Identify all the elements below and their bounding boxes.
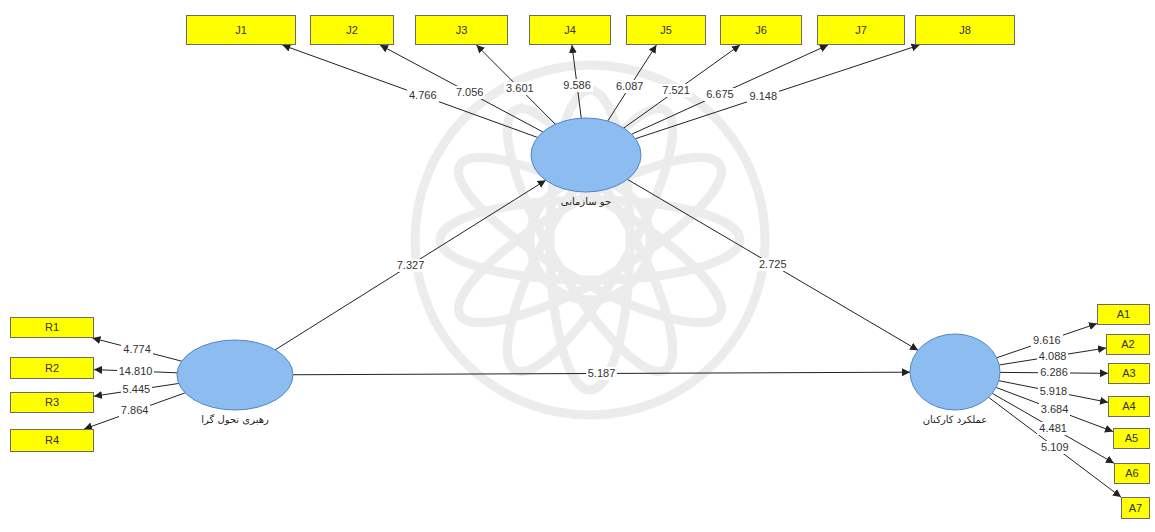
path-arrow	[632, 45, 828, 134]
indicator-box: R3	[10, 392, 94, 413]
indicator-box: A5	[1113, 428, 1150, 449]
node-label: رهبری تحول گرا	[201, 413, 269, 426]
node-label: J2	[346, 24, 358, 37]
path-coefficient: 5.918	[1038, 385, 1070, 398]
node-label: J1	[235, 24, 247, 37]
indicator-box: J1	[186, 15, 296, 45]
node-label: J6	[755, 24, 767, 37]
path-arrow	[999, 348, 1106, 365]
watermark-ring	[415, 65, 765, 415]
path-coefficient: 7.521	[660, 84, 692, 97]
path-coefficient: 9.616	[1031, 334, 1063, 347]
path-coefficient: 7.327	[395, 259, 427, 272]
path-coefficient: 4.088	[1037, 350, 1069, 363]
node-label: جو سازمانی	[561, 195, 611, 208]
path-coefficient: 4.481	[1037, 422, 1069, 435]
indicator-box: R4	[10, 429, 94, 452]
node-label: A3	[1122, 367, 1135, 380]
node-label: A2	[1121, 338, 1134, 351]
path-arrow	[999, 381, 1108, 403]
indicator-box: R1	[10, 317, 94, 338]
watermark-petal	[480, 90, 699, 390]
path-arrow	[92, 338, 181, 361]
path-coefficient: 5.109	[1039, 441, 1071, 454]
path-coefficient: 3.601	[504, 82, 536, 95]
indicator-box: A1	[1097, 304, 1150, 325]
node-label: R4	[45, 434, 59, 447]
indicator-box: A7	[1121, 497, 1150, 519]
latent-ellipse	[177, 340, 293, 410]
path-coefficient: 9.586	[561, 79, 593, 92]
indicator-box: J5	[626, 15, 706, 45]
node-label: R3	[45, 396, 59, 409]
path-coefficient: 4.766	[407, 89, 439, 102]
node-label: J8	[959, 24, 971, 37]
indicator-box: A4	[1108, 396, 1150, 417]
node-label: J5	[660, 24, 672, 37]
path-arrow	[275, 180, 546, 350]
node-label: A5	[1125, 432, 1138, 445]
path-coefficient: 3.684	[1039, 403, 1071, 416]
node-label: A1	[1117, 308, 1130, 321]
indicator-box: A3	[1108, 363, 1150, 384]
latent-ellipse	[531, 118, 641, 192]
indicator-box: J4	[529, 15, 611, 45]
node-label: J4	[564, 24, 576, 37]
watermark-emblem	[415, 65, 765, 415]
indicator-box: J6	[720, 15, 802, 45]
latent-ellipse-graphic	[176, 339, 294, 411]
path-coefficient: 6.286	[1038, 366, 1070, 379]
node-label: A7	[1129, 502, 1142, 515]
path-arrow	[476, 45, 555, 124]
latent-variable: جو سازمانی	[530, 117, 642, 208]
node-label: R1	[45, 321, 59, 334]
path-coefficient: 5.187	[586, 367, 618, 380]
node-label: A6	[1125, 467, 1138, 480]
node-label: عملکرد کارکنان	[923, 413, 988, 426]
path-coefficient: 4.774	[121, 343, 153, 356]
path-arrow	[94, 383, 179, 396]
path-arrow	[992, 393, 1114, 463]
indicator-box: A2	[1106, 334, 1150, 355]
path-coefficient: 5.445	[121, 383, 153, 396]
indicator-box: A6	[1114, 463, 1150, 484]
latent-ellipse	[910, 334, 1000, 410]
node-label: A4	[1122, 400, 1135, 413]
path-coefficient: 9.148	[747, 90, 779, 103]
path-coefficient: 7.864	[119, 404, 151, 417]
path-coefficient: 14.810	[117, 365, 155, 378]
indicator-box: R2	[10, 357, 94, 379]
path-arrow	[282, 45, 537, 137]
indicator-box: J3	[415, 15, 508, 45]
node-label: J3	[456, 24, 468, 37]
node-label: J7	[855, 24, 867, 37]
path-arrow	[84, 393, 185, 429]
path-arrow	[627, 179, 918, 350]
path-coefficient: 6.087	[614, 80, 646, 93]
indicator-box: J7	[817, 15, 905, 45]
indicator-box: J2	[310, 15, 394, 45]
latent-ellipse-graphic	[909, 333, 1001, 411]
node-label: R2	[45, 362, 59, 375]
path-arrow	[989, 397, 1121, 497]
path-coefficient: 6.675	[704, 88, 736, 101]
latent-variable: عملکرد کارکنان	[909, 333, 1001, 426]
path-coefficient: 2.725	[757, 258, 789, 271]
path-coefficient: 7.056	[454, 86, 486, 99]
indicator-box: J8	[915, 15, 1015, 45]
latent-ellipse-graphic	[530, 117, 642, 193]
path-arrow	[635, 45, 919, 139]
latent-variable: رهبری تحول گرا	[176, 339, 294, 426]
path-arrow	[380, 45, 543, 132]
